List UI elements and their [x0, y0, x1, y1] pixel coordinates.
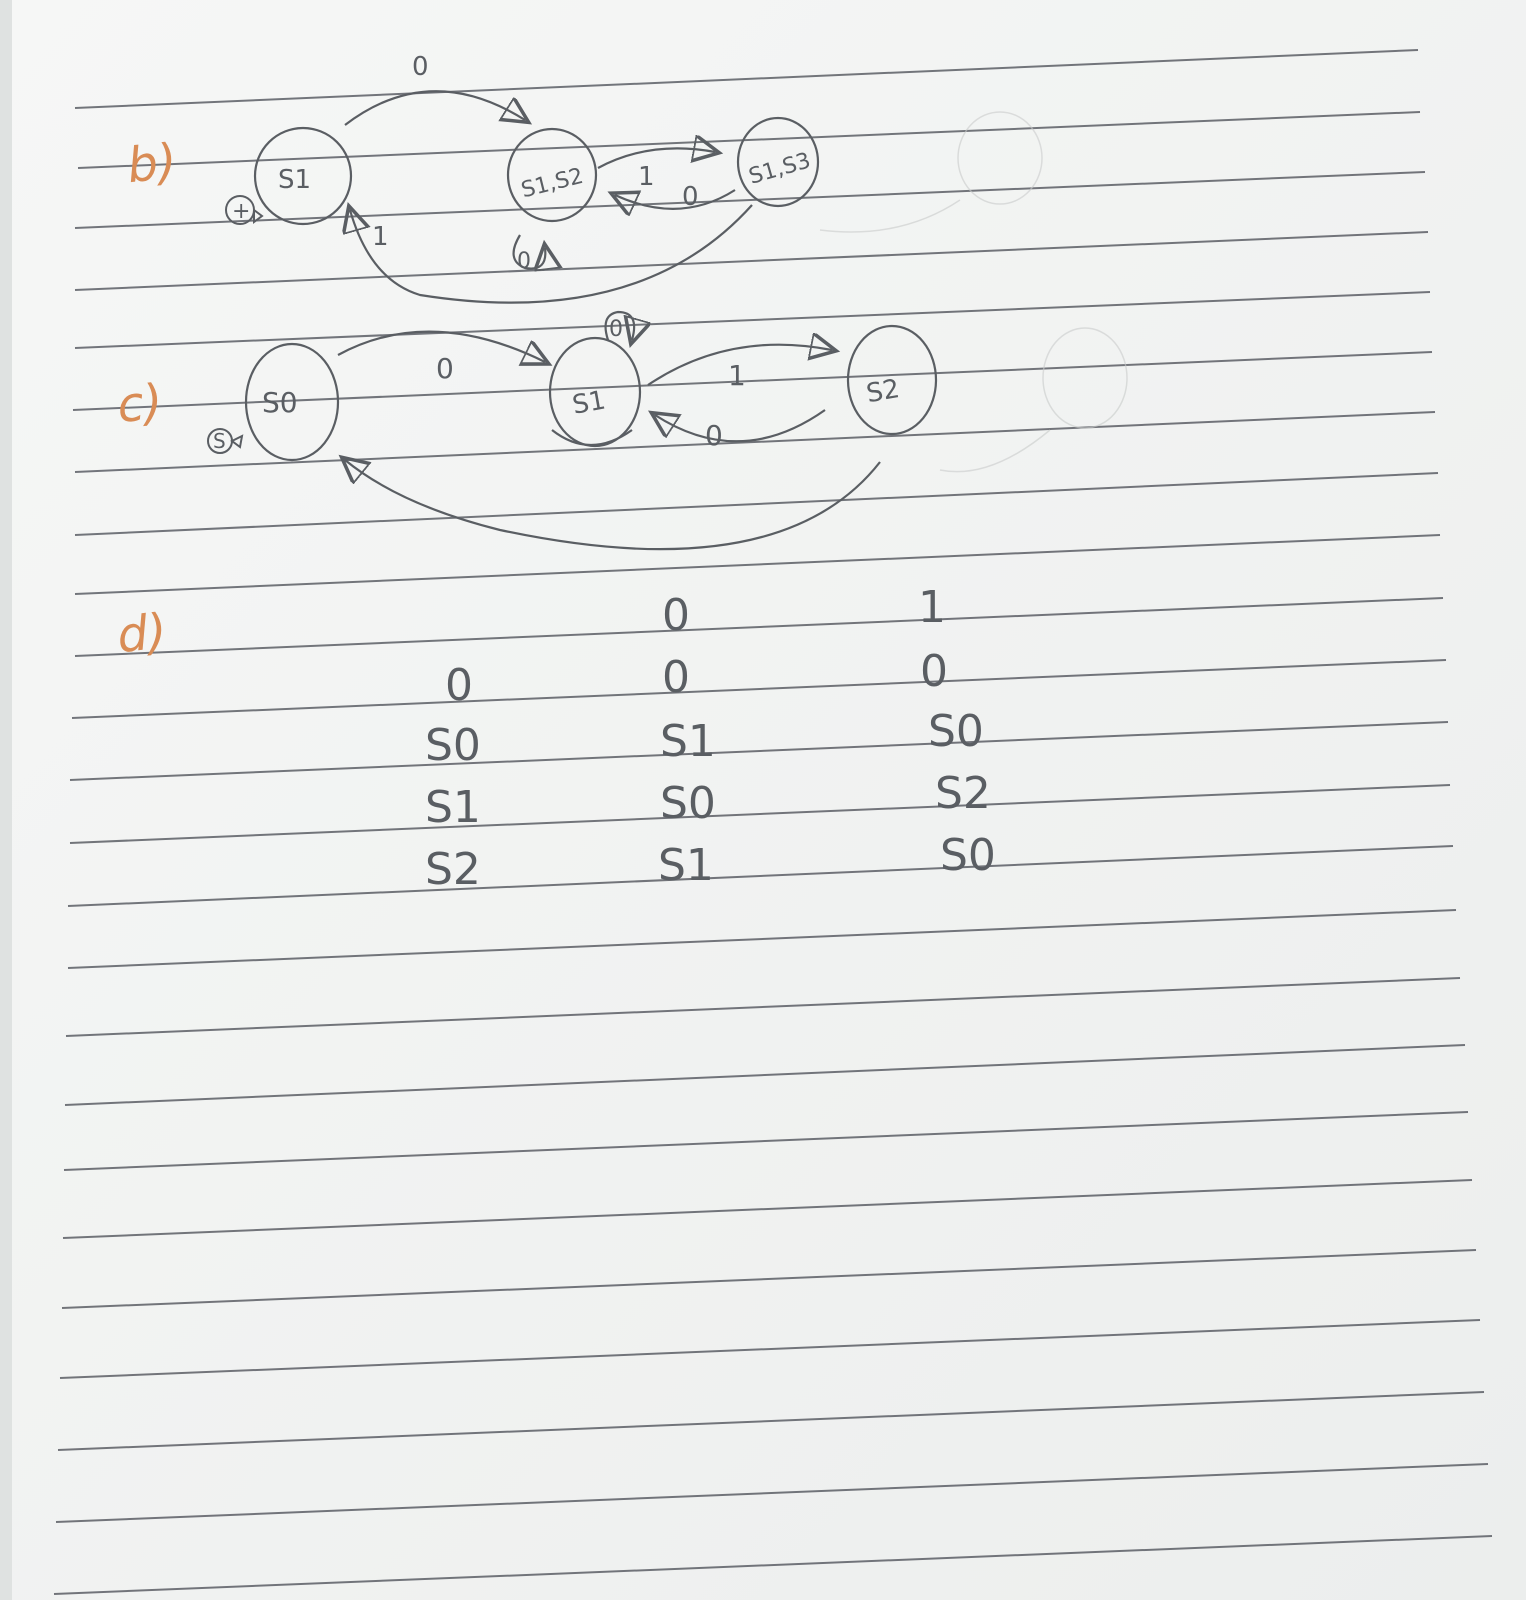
table-d-col1-sub: 0 — [920, 646, 948, 697]
table-d-row0-c0: S1 — [660, 716, 716, 767]
table-d-row2-state: S2 — [425, 844, 481, 895]
edge-b-s13-to-s12-label: 0 — [682, 182, 699, 212]
edge-b-s1-to-s12-label: 0 — [412, 52, 429, 82]
state-c-s2 — [846, 324, 938, 436]
table-d-row0-c1: S0 — [928, 706, 984, 757]
edge-b-s12-self-label: 0 — [517, 249, 531, 274]
edge-b-s12-to-s13-label: 1 — [638, 162, 655, 192]
edge-c-s1-self-label: 0 — [609, 317, 623, 342]
state-c-s2-label: S2 — [864, 374, 902, 409]
state-c-s0 — [244, 342, 340, 462]
edge-b-s13-to-s1 — [350, 205, 753, 304]
label-d: d) — [115, 603, 170, 664]
table-row: S0 S1 S0 — [425, 706, 984, 771]
ghost-curve-2 — [939, 429, 1051, 473]
start-arrow-c — [207, 428, 244, 454]
table-d-row1-state: S1 — [425, 782, 481, 833]
state-b-s12 — [506, 127, 598, 223]
ghost-circle-2 — [1042, 327, 1128, 429]
table-d-row1-c0: S0 — [660, 778, 716, 829]
edge-c-s0-to-s1-label: 0 — [436, 352, 454, 385]
edge-b-s1-to-s12 — [344, 90, 525, 126]
start-arrowhead-c — [230, 434, 244, 449]
ghost-circle-1 — [957, 111, 1043, 205]
label-b: b) — [125, 133, 180, 194]
edge-c-s2-to-s1-label: 0 — [705, 419, 723, 452]
start-arrow-b — [225, 195, 264, 225]
table-d-row2-c0: S1 — [658, 840, 714, 891]
table-row: S2 S1 S0 — [425, 830, 996, 895]
edge-c-s0-to-s1 — [337, 330, 545, 362]
state-c-s0-label: S0 — [262, 386, 298, 419]
edge-b-s12-to-s13 — [597, 148, 715, 169]
edge-b-s13-to-s12 — [615, 189, 736, 209]
table-d-row0-state: S0 — [425, 720, 481, 771]
ruled-lines — [53, 49, 1493, 1595]
table-d: 0 1 0 0 0 S0 S1 S0 S1 S0 S2 S2 S1 S0 — [425, 582, 996, 895]
state-c-s1-label: S1 — [570, 385, 608, 420]
state-b-s1-label: S1 — [278, 165, 311, 195]
label-c: c) — [115, 374, 166, 434]
state-b-s1 — [253, 126, 353, 226]
paper-left-edge — [0, 0, 12, 1600]
edge-b-s12-self — [512, 234, 546, 269]
ghost-curve-1 — [819, 199, 961, 233]
start-marker-c: S — [213, 429, 226, 453]
section-labels: b) c) d) — [115, 133, 180, 664]
state-c-s1-accept — [551, 429, 633, 447]
table-d-col0-sub: 0 — [662, 652, 690, 703]
edge-c-s1-to-s2-label: 1 — [728, 359, 746, 392]
diagram-b — [253, 90, 820, 304]
edge-c-s1-self — [604, 310, 635, 340]
edge-c-s2-to-s1 — [655, 409, 826, 443]
table-row: S1 S0 S2 — [425, 768, 991, 833]
table-d-header-left: 0 — [445, 660, 473, 711]
diagram-c-labels: S0 S1 S2 0 1 0 0 S — [213, 317, 902, 453]
table-d-col1-heading: 1 — [918, 582, 946, 633]
start-marker-b: + — [232, 199, 250, 224]
start-arrowhead-b — [253, 208, 264, 224]
edge-c-s2-to-s0 — [345, 460, 881, 551]
table-d-row1-c1: S2 — [935, 768, 991, 819]
state-c-s1 — [548, 336, 642, 448]
show-through-marks — [819, 111, 1128, 473]
edge-b-s13-to-s1-label: 1 — [372, 222, 389, 252]
state-b-s13 — [736, 116, 820, 208]
table-d-row2-c1: S0 — [940, 830, 996, 881]
diagram-c — [244, 310, 938, 551]
edge-c-s1-to-s2 — [647, 345, 832, 386]
table-d-col0-heading: 0 — [662, 590, 690, 641]
